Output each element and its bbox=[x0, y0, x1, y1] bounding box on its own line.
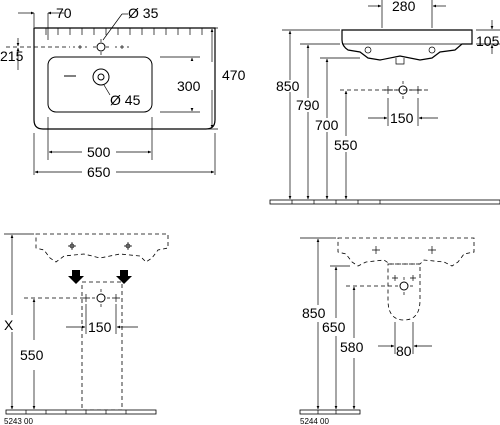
floor-5244 bbox=[299, 409, 361, 415]
side-supply-marks bbox=[384, 81, 422, 99]
article-code-5243: 5243 00 bbox=[4, 417, 33, 425]
article-code-5244: 5244 00 bbox=[300, 417, 329, 425]
front-view-5243: X 150 550 5243 00 bbox=[4, 233, 169, 425]
front-5243-dim-lines bbox=[4, 233, 138, 410]
dim-550: 550 bbox=[20, 347, 44, 363]
dim-70: 70 bbox=[56, 5, 72, 21]
drain-outer bbox=[92, 68, 110, 86]
dim-470: 470 bbox=[222, 67, 246, 83]
dim-550: 550 bbox=[334, 137, 358, 153]
dim-650: 650 bbox=[322, 319, 346, 335]
dim-105: 105 bbox=[476, 33, 500, 49]
wall-pedestal-5244 bbox=[387, 263, 421, 321]
side-view: 280 105 850 790 700 550 150 bbox=[269, 0, 500, 205]
dim-700: 700 bbox=[315, 117, 339, 133]
basin-5243-holes bbox=[68, 242, 132, 250]
floor-5243 bbox=[5, 409, 157, 415]
top-dim-lines bbox=[6, 11, 218, 175]
dim-850: 850 bbox=[302, 305, 326, 321]
basin-5244-holes bbox=[372, 246, 436, 254]
dim-x: X bbox=[4, 317, 14, 333]
basin-5243-outline bbox=[35, 233, 169, 263]
dim-150: 150 bbox=[88, 319, 112, 335]
dim-dia-45: Ø 45 bbox=[110, 92, 141, 108]
top-view: 70 Ø 35 215 470 300 Ø 45 500 650 bbox=[0, 5, 246, 180]
drain-inner bbox=[97, 73, 105, 81]
dim-850: 850 bbox=[276, 78, 300, 94]
dim-790: 790 bbox=[296, 97, 320, 113]
dim-80: 80 bbox=[396, 343, 412, 359]
front-5244-dim-lines bbox=[300, 237, 432, 410]
tap-hole-marks bbox=[73, 39, 129, 55]
side-hole-right bbox=[428, 46, 436, 54]
dim-500: 500 bbox=[87, 144, 111, 160]
side-drain bbox=[395, 58, 405, 65]
dim-300: 300 bbox=[177, 78, 201, 94]
basin-rim-segments bbox=[33, 28, 216, 35]
dim-650: 650 bbox=[87, 164, 111, 180]
front-5243-supply-marks bbox=[82, 289, 120, 307]
side-hole-left bbox=[364, 46, 372, 54]
basin-bowl bbox=[47, 56, 153, 113]
front-view-5244: 850 650 580 80 5244 00 bbox=[299, 237, 475, 425]
dim-150: 150 bbox=[390, 110, 414, 126]
dim-580: 580 bbox=[340, 339, 364, 355]
dim-280: 280 bbox=[392, 0, 416, 14]
side-dim-lines bbox=[282, 0, 500, 200]
dim-dia-35: Ø 35 bbox=[128, 5, 159, 21]
install-arrows bbox=[68, 270, 132, 284]
basin-side-profile bbox=[341, 29, 473, 61]
basin-5244-outline bbox=[337, 237, 475, 267]
front-5244-supply-marks bbox=[392, 275, 416, 295]
dim-215: 215 bbox=[0, 48, 24, 64]
side-floor-segments bbox=[269, 199, 500, 205]
